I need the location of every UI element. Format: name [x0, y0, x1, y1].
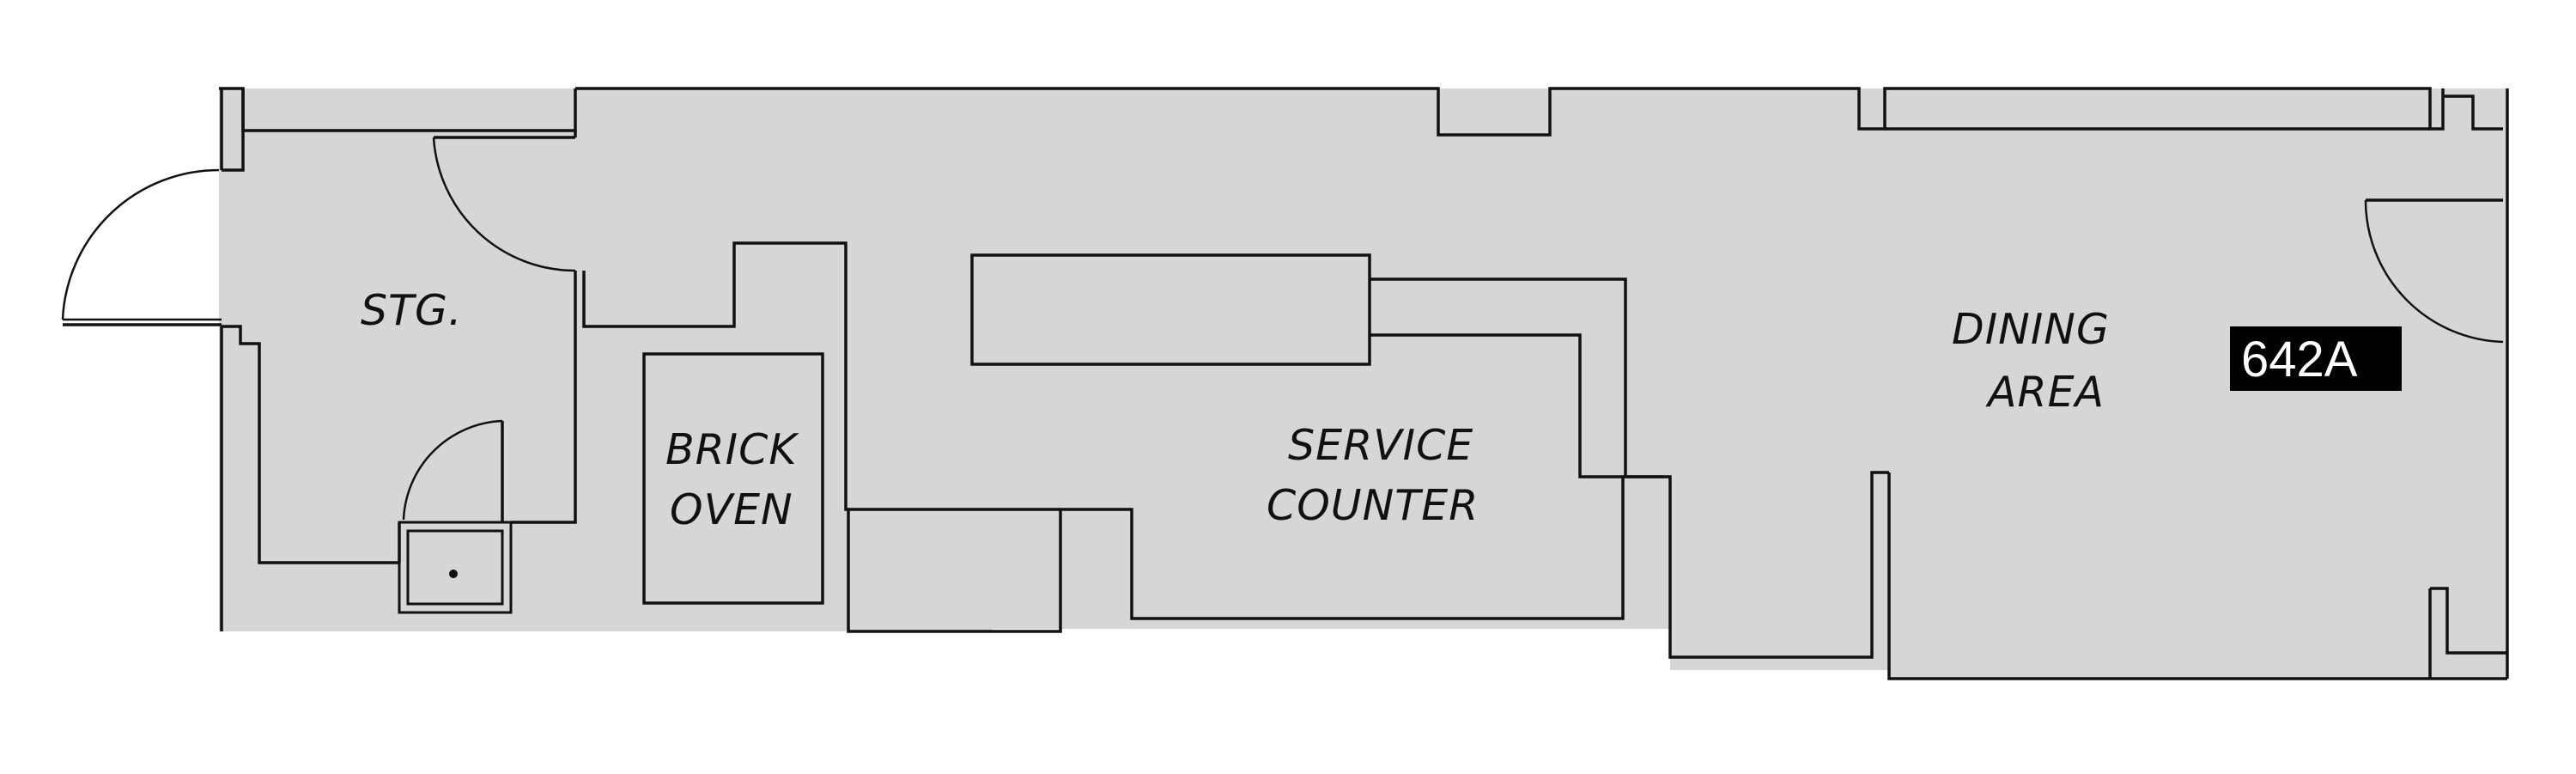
storage-label: STG.: [361, 286, 463, 335]
brick-oven-label-line2: OVEN: [670, 485, 793, 534]
service-counter-label-line2: COUNTER: [1267, 481, 1479, 530]
sink-fixture: [398, 521, 513, 614]
doors: [61, 136, 2504, 522]
service-counter-outline: [844, 253, 1664, 633]
unit-number-text: 642A: [2241, 332, 2358, 387]
unit-number-badge: [2230, 326, 2402, 391]
unit-floor-area: [219, 88, 2507, 679]
sink-drain-icon: [449, 570, 458, 578]
brick-oven-label-line1: BRICK: [665, 425, 799, 474]
dining-area-label-line1: DINING: [1952, 305, 2110, 354]
service-counter-label-line1: SERVICE: [1288, 421, 1473, 470]
brick-oven-outline: [642, 352, 824, 605]
dining-area-label-line2: AREA: [1985, 368, 2105, 417]
